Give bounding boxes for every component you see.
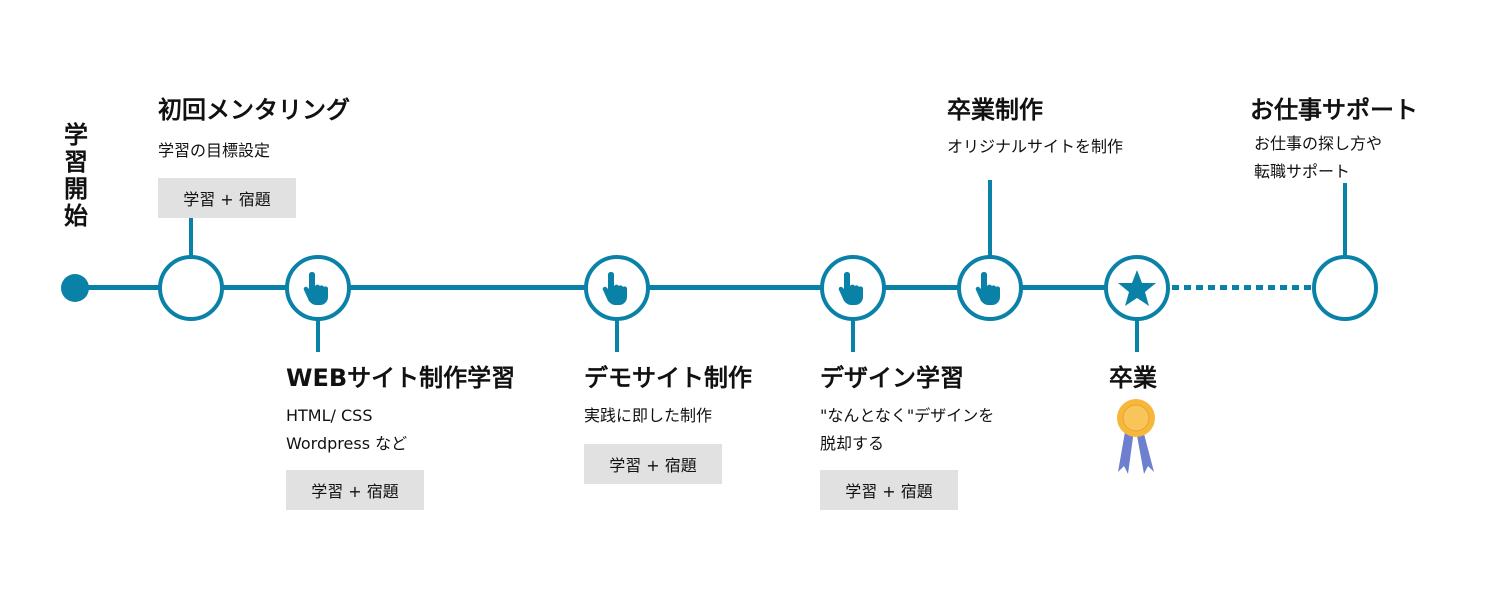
step-title: WEBサイト制作学習 xyxy=(286,364,516,392)
connector xyxy=(316,318,320,352)
connector xyxy=(615,318,619,352)
start-dot xyxy=(61,274,89,302)
connector xyxy=(851,318,855,352)
node-hand xyxy=(584,255,650,321)
step-tag: 学習 + 宿題 xyxy=(820,470,958,510)
timeline-dotted-line xyxy=(1172,285,1312,290)
star-icon xyxy=(1118,270,1156,306)
connector xyxy=(988,180,992,258)
step-title: デモサイト制作 xyxy=(584,364,752,392)
connector xyxy=(1135,318,1139,352)
step-desc: 脱却する xyxy=(820,434,885,453)
step-desc: 転職サポート xyxy=(1254,162,1351,181)
step-tag: 学習 + 宿題 xyxy=(584,444,722,484)
connector xyxy=(189,218,193,258)
node-hand xyxy=(820,255,886,321)
step-title: デザイン学習 xyxy=(820,364,964,392)
step-desc: お仕事の探し方や xyxy=(1254,134,1383,153)
step-title: 初回メンタリング xyxy=(158,96,350,124)
node-empty xyxy=(1312,255,1378,321)
step-desc: HTML/ CSS xyxy=(286,406,373,425)
step-desc: オリジナルサイトを制作 xyxy=(947,137,1124,156)
step-desc: 実践に即した制作 xyxy=(584,406,713,425)
step-desc: 学習の目標設定 xyxy=(158,141,271,160)
connector xyxy=(1343,183,1347,258)
step-title: 卒業 xyxy=(1109,364,1157,392)
step-tag: 学習 + 宿題 xyxy=(158,178,296,218)
hand-pointer-icon xyxy=(975,272,1000,305)
start-label: 学習開始 xyxy=(64,121,88,230)
node-hand xyxy=(285,255,351,321)
medal-icon xyxy=(1117,399,1155,474)
hand-pointer-icon xyxy=(602,272,627,305)
hand-pointer-icon xyxy=(838,272,863,305)
hand-pointer-icon xyxy=(303,272,328,305)
node-star xyxy=(1104,255,1170,321)
node-hand xyxy=(957,255,1023,321)
node-empty xyxy=(158,255,224,321)
step-title: お仕事サポート xyxy=(1250,96,1418,124)
step-desc: Wordpress など xyxy=(286,434,408,453)
step-title: 卒業制作 xyxy=(947,96,1043,124)
step-tag: 学習 + 宿題 xyxy=(286,470,424,510)
step-desc: "なんとなく"デザインを xyxy=(820,406,995,425)
